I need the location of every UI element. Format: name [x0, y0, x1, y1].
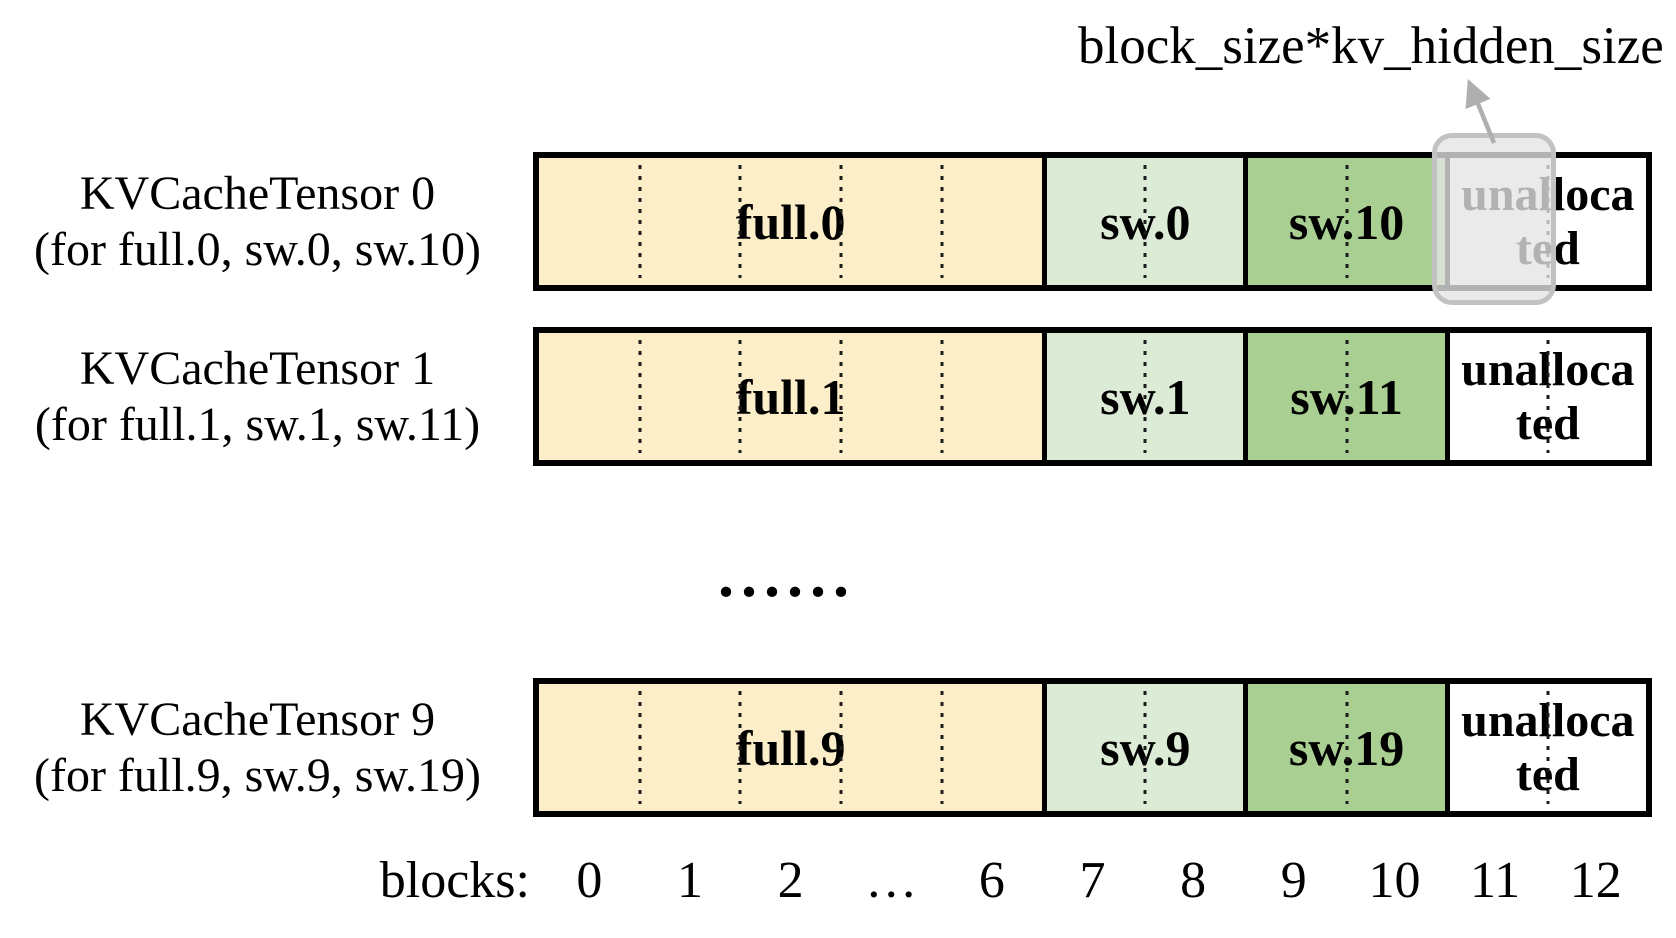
segment-sw-low: sw.1 — [1042, 333, 1244, 460]
block-divider-dotted-line — [839, 340, 843, 453]
block-divider-dotted-line — [940, 165, 944, 278]
kv-cache-tensor-bar-9: full.9 sw.9 sw.19 unallocated — [533, 678, 1652, 817]
axis-tick: 6 — [978, 852, 1005, 909]
block-divider-dotted-line — [738, 165, 742, 278]
block-divider-dotted-line — [1546, 691, 1550, 804]
block-divider-dotted-line — [940, 691, 944, 804]
row-title: KVCacheTensor 0 — [79, 166, 436, 220]
block-divider-dotted-line — [638, 165, 642, 278]
row-title: KVCacheTensor 9 — [79, 692, 436, 746]
segment-unallocated: unallocated — [1444, 684, 1646, 811]
block-divider-dotted-line — [1345, 165, 1349, 278]
row-subtitle: (for full.9, sw.9, sw.19) — [33, 748, 482, 802]
segment-full: full.0 — [539, 158, 1043, 285]
axis-tick: 0 — [576, 852, 603, 909]
block-divider-dotted-line — [638, 340, 642, 453]
segment-sw-low: sw.9 — [1042, 684, 1244, 811]
kv-cache-tensor-bar-1: full.1 sw.1 sw.11 unallocated — [533, 327, 1652, 466]
segment-sw-low: sw.0 — [1042, 158, 1244, 285]
axis-tick: 10 — [1368, 852, 1421, 909]
segment-full: full.9 — [539, 684, 1043, 811]
row-subtitle: (for full.0, sw.0, sw.10) — [33, 222, 482, 276]
segment-sw-high: sw.11 — [1243, 333, 1445, 460]
block-highlight-box — [1432, 133, 1556, 305]
block-divider-dotted-line — [1345, 340, 1349, 453]
block-divider-dotted-line — [1143, 340, 1147, 453]
axis-tick: 2 — [777, 852, 804, 909]
blocks-axis-label: blocks: — [379, 852, 530, 909]
block-divider-dotted-line — [638, 691, 642, 804]
rows-ellipsis: ...... — [718, 539, 856, 610]
axis-tick: 8 — [1180, 852, 1207, 909]
block-divider-dotted-line — [1546, 340, 1550, 453]
segment-unallocated: unallocated — [1444, 333, 1646, 460]
block-divider-dotted-line — [1143, 691, 1147, 804]
row-label-tensor-9: KVCacheTensor 9 (for full.9, sw.9, sw.19… — [5, 678, 510, 817]
axis-tick: 9 — [1280, 852, 1307, 909]
segment-sw-high: sw.19 — [1243, 684, 1445, 811]
blocks-axis-ticks: 0 1 2 … 6 7 8 9 10 11 12 — [539, 845, 1646, 917]
block-divider-dotted-line — [839, 691, 843, 804]
axis-tick: 7 — [1079, 852, 1106, 909]
segment-label: full.1 — [735, 368, 846, 425]
block-divider-dotted-line — [839, 165, 843, 278]
block-divider-dotted-line — [1345, 691, 1349, 804]
row-label-tensor-0: KVCacheTensor 0 (for full.0, sw.0, sw.10… — [5, 152, 510, 291]
block-divider-dotted-line — [738, 691, 742, 804]
segment-full: full.1 — [539, 333, 1043, 460]
segment-label: full.9 — [735, 719, 846, 776]
segment-sw-high: sw.10 — [1243, 158, 1445, 285]
block-size-annotation: block_size*kv_hidden_size — [1078, 17, 1664, 75]
axis-tick: 12 — [1569, 852, 1622, 909]
axis-tick: 1 — [676, 852, 703, 909]
row-title: KVCacheTensor 1 — [79, 341, 436, 395]
block-divider-dotted-line — [940, 340, 944, 453]
row-subtitle: (for full.1, sw.1, sw.11) — [34, 397, 481, 451]
row-label-tensor-1: KVCacheTensor 1 (for full.1, sw.1, sw.11… — [5, 327, 510, 466]
block-divider-dotted-line — [738, 340, 742, 453]
axis-tick: … — [865, 852, 918, 909]
segment-label: full.0 — [735, 193, 846, 250]
block-divider-dotted-line — [1143, 165, 1147, 278]
axis-tick: 11 — [1470, 852, 1521, 909]
